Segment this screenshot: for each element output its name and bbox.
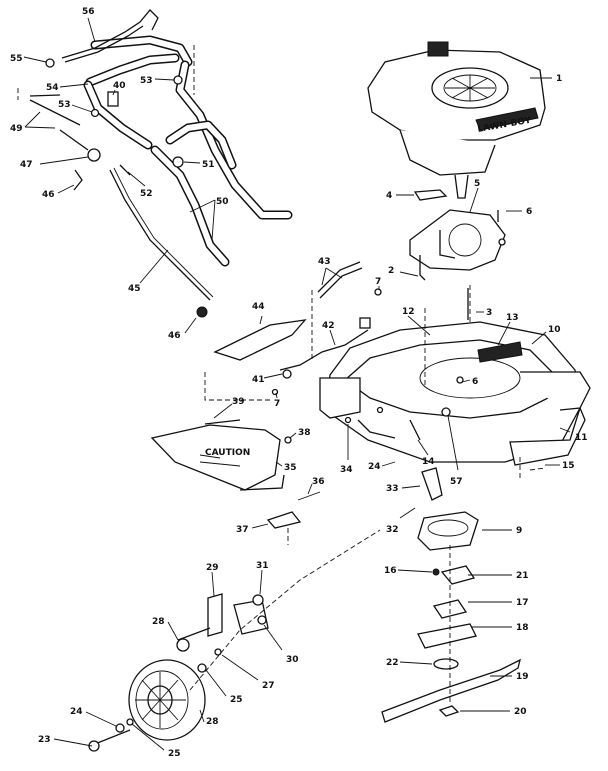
discharge-door (204, 261, 382, 401)
callout-11: 11 (575, 433, 588, 443)
callout-16: 16 (384, 566, 397, 576)
callout-25-bottom: 25 (168, 749, 181, 759)
callout-57: 57 (450, 477, 463, 487)
engine (367, 41, 546, 199)
callout-6-deck: 6 (472, 377, 478, 387)
callout-19: 19 (516, 672, 529, 682)
callout-33: 33 (386, 484, 399, 494)
callout-31: 31 (256, 561, 269, 571)
callout-53-left: 53 (58, 100, 71, 110)
callout-35: 35 (284, 463, 297, 473)
callout-42: 42 (322, 321, 335, 331)
callout-39: 39 (232, 397, 245, 407)
callout-23: 23 (38, 735, 51, 745)
callout-24-wheel: 24 (70, 707, 83, 717)
callout-1: 1 (556, 74, 562, 84)
mower-deck (319, 285, 591, 478)
callout-56: 56 (82, 7, 95, 17)
lower-handle (150, 120, 237, 267)
callout-41: 41 (252, 375, 265, 385)
callout-4: 4 (386, 191, 392, 201)
callout-37: 37 (236, 525, 249, 535)
callout-47: 47 (20, 160, 33, 170)
callout-20: 20 (514, 707, 527, 717)
chute-decal-text: CAUTION (205, 448, 250, 458)
callout-15: 15 (562, 461, 575, 471)
callout-38: 38 (298, 428, 311, 438)
callouts: 56 55 54 40 53 53 49 47 46 52 51 50 45 4… (10, 7, 588, 759)
callout-2: 2 (388, 266, 394, 276)
callout-53-right: 53 (140, 76, 153, 86)
callout-32: 32 (386, 525, 399, 535)
callout-46-top: 46 (42, 190, 55, 200)
callout-18: 18 (516, 623, 529, 633)
upper-handle (83, 35, 293, 220)
callout-5: 5 (474, 179, 480, 189)
grass-chute: CAUTION (150, 416, 352, 545)
callout-6-top: 6 (526, 207, 532, 217)
callout-51: 51 (202, 160, 215, 170)
callout-43: 43 (318, 257, 331, 267)
callout-14: 14 (422, 457, 435, 467)
callout-7-bottom: 7 (274, 399, 280, 409)
callout-28-wheel: 28 (206, 717, 219, 727)
callout-54: 54 (46, 83, 59, 93)
callout-24-deck: 24 (368, 462, 381, 472)
callout-21: 21 (516, 571, 529, 581)
callout-40: 40 (113, 81, 126, 91)
handle-hardware (17, 45, 208, 318)
callout-44: 44 (252, 302, 265, 312)
callout-30: 30 (286, 655, 299, 665)
callout-3: 3 (486, 308, 492, 318)
callout-13: 13 (506, 313, 519, 323)
callout-55: 55 (10, 54, 23, 64)
callout-52: 52 (140, 189, 153, 199)
callout-29: 29 (206, 563, 219, 573)
callout-45: 45 (128, 284, 141, 294)
callout-17: 17 (516, 598, 529, 608)
callout-9: 9 (516, 526, 522, 536)
callout-49: 49 (10, 124, 23, 134)
callout-36: 36 (312, 477, 325, 487)
callout-25-top: 25 (230, 695, 243, 705)
callout-10: 10 (548, 325, 561, 335)
wheel-assembly (88, 529, 381, 752)
callout-12: 12 (402, 307, 415, 317)
callout-27: 27 (262, 681, 275, 691)
callout-7-top: 7 (375, 277, 381, 287)
callout-46-bottom: 46 (168, 331, 181, 341)
control-bail (61, 9, 159, 63)
control-cable (109, 167, 214, 301)
blade-assembly (381, 467, 521, 723)
callout-22: 22 (386, 658, 399, 668)
callout-34: 34 (340, 465, 353, 475)
callout-28-bolt: 28 (152, 617, 165, 627)
callout-50: 50 (216, 197, 229, 207)
engine-plate (409, 189, 506, 320)
